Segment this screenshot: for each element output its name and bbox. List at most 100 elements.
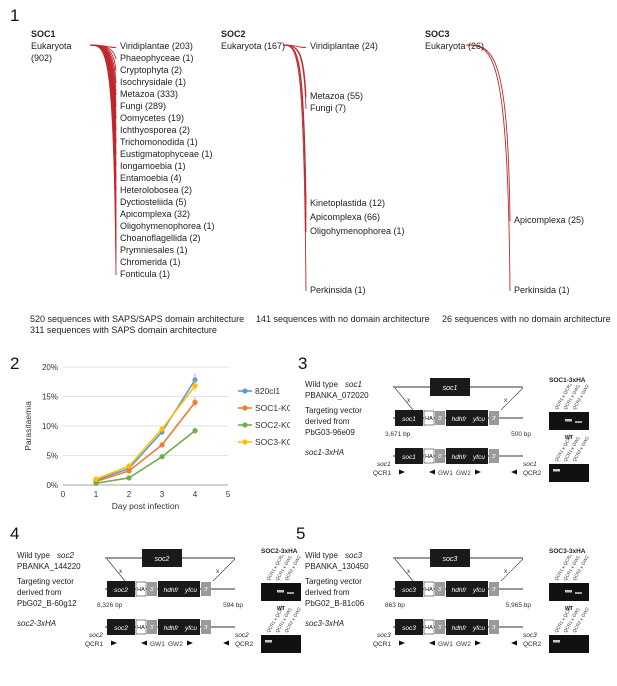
wt-gene-text: soc3 — [443, 556, 458, 563]
data-point — [192, 383, 198, 389]
soc1-leaf-label: Ichthyosporea (2) — [120, 125, 191, 135]
gel-band — [565, 419, 572, 422]
panel5-tagged-label: soc3-3xHA — [305, 619, 345, 628]
hdhfr-text: hdhfr — [452, 416, 468, 423]
primer-arrow-qcr2 — [223, 640, 229, 646]
ha-tag-block — [423, 448, 435, 464]
utr-text: 3' — [492, 625, 496, 631]
soc1-root-count: (902) — [31, 53, 53, 63]
soc2-leaf-label: Kinetoplastida (12) — [310, 198, 386, 208]
crossover-mark: x — [119, 568, 123, 575]
soc3-root: Eukaryota (26) — [425, 41, 485, 51]
crossover-mark: x — [504, 397, 508, 404]
hdhfr-text: hdhfr — [452, 454, 468, 461]
soc2-leaf-label: Oligohymenophorea (1) — [310, 226, 405, 236]
utr-text: 3' — [492, 416, 496, 422]
gel-band — [287, 592, 294, 594]
primer-arrow-gw1 — [429, 640, 435, 646]
ha-tag-text: HA — [137, 625, 145, 631]
yfcu-text: yfcu — [184, 587, 197, 594]
utr-text: 3' — [492, 587, 496, 593]
panel3-primer-right: QCR2 — [523, 470, 542, 477]
yfcu-text: yfcu — [184, 625, 197, 632]
series-line — [95, 401, 196, 483]
crossover-mark: x — [216, 568, 220, 575]
data-point — [192, 399, 198, 405]
selection-cassette-block — [158, 619, 200, 635]
soc1-leaf-label: Oligohymenophorea (1) — [120, 221, 215, 231]
panel-4-number: 4 — [10, 524, 20, 543]
utr-text: 3' — [150, 587, 154, 593]
wt-gel-label: WT — [565, 606, 574, 612]
gene-block-text: soc3 — [402, 587, 416, 594]
panel-5-number: 5 — [296, 524, 306, 543]
crossover-line — [212, 558, 236, 582]
crossover-line — [106, 558, 126, 582]
yfcu-text: yfcu — [472, 454, 485, 461]
soc2-root: Eukaryota (167) — [221, 41, 286, 51]
utr-block — [147, 582, 157, 596]
utr-text: 3' — [150, 625, 154, 631]
yfcu-text: yfcu — [472, 587, 485, 594]
soc1-leaf-label: Dyctiosteliida (5) — [120, 197, 187, 207]
panel5-primer-left-gene: soc3 — [377, 632, 391, 639]
right-arm-length: 594 bp — [223, 602, 243, 609]
hdhfr-text: hdhfr — [164, 625, 180, 632]
utr-block — [201, 620, 211, 634]
wt-gene-text: soc2 — [155, 556, 170, 563]
selection-cassette-block — [158, 581, 200, 597]
soc1-leaf-label: Cryptophyta (2) — [120, 65, 183, 75]
gw2-label: GW2 — [168, 641, 183, 648]
panel4-primer-left: QCR1 — [85, 641, 104, 648]
gel-band — [553, 469, 560, 472]
primer-arrow-qcr2 — [511, 469, 517, 475]
data-point — [126, 468, 132, 474]
soc2-caption: 141 sequences with no domain architectur… — [256, 314, 430, 324]
soc1-leaf-label: Fonticula (1) — [120, 269, 171, 279]
series-line — [95, 385, 196, 480]
y-tick-label: 15% — [42, 393, 58, 402]
panel4-gene-id: PBANKA_144220 — [17, 562, 81, 571]
soc1-leaf-label: Entamoebia (4) — [120, 173, 182, 183]
hdhfr-text: hdhfr — [164, 587, 180, 594]
soc2-leaf-label: Apicomplexa (66) — [310, 212, 381, 222]
series-line — [95, 379, 196, 482]
panel4-primer-left-gene: soc2 — [89, 632, 103, 639]
soc1-branch — [89, 44, 117, 276]
utr-text: 3' — [204, 625, 208, 631]
panel3-gene-id: PBANKA_072020 — [305, 391, 369, 400]
selection-cassette-block — [446, 619, 488, 635]
yfcu-text: yfcu — [472, 625, 485, 632]
soc1-leaf-label: Prymniesales (1) — [120, 245, 188, 255]
soc1-leaf-label: Apicomplexa (32) — [120, 209, 191, 219]
ha-tag-block — [423, 581, 435, 597]
tagged-gel — [549, 635, 589, 653]
right-arm-length: 500 bp — [511, 431, 531, 438]
selection-cassette-block — [446, 581, 488, 597]
soc1-leaf-label: Isochrysidale (1) — [120, 77, 187, 87]
soc1-leaf-label: Trichomonodida (1) — [120, 137, 198, 147]
gene-block-text: soc1 — [402, 416, 416, 423]
panel4-tv-line2: derived from — [17, 588, 62, 597]
gene-block — [107, 581, 135, 597]
panel4-tagged-label: soc2-3xHA — [17, 619, 57, 628]
utr-block — [489, 411, 499, 425]
gw2-label: GW2 — [456, 470, 471, 477]
gel-band — [265, 640, 272, 643]
selection-cassette-block — [446, 448, 488, 464]
soc1-leaf-label: Heterolobosea (2) — [120, 185, 193, 195]
gel-band — [553, 640, 560, 643]
legend-label: SOC2-KO — [255, 420, 290, 430]
soc2-leaf-label: Fungi (7) — [310, 103, 347, 113]
taxonomy-tree-lines — [89, 44, 511, 292]
gene-block — [395, 410, 423, 426]
utr-block — [489, 449, 499, 463]
panel-2-number: 2 — [10, 354, 20, 373]
soc2-branch — [282, 44, 307, 292]
data-point — [192, 428, 198, 434]
panel-1-number: 1 — [10, 6, 20, 25]
wt-gene-block — [142, 549, 182, 567]
x-tick-label: 5 — [226, 490, 231, 499]
